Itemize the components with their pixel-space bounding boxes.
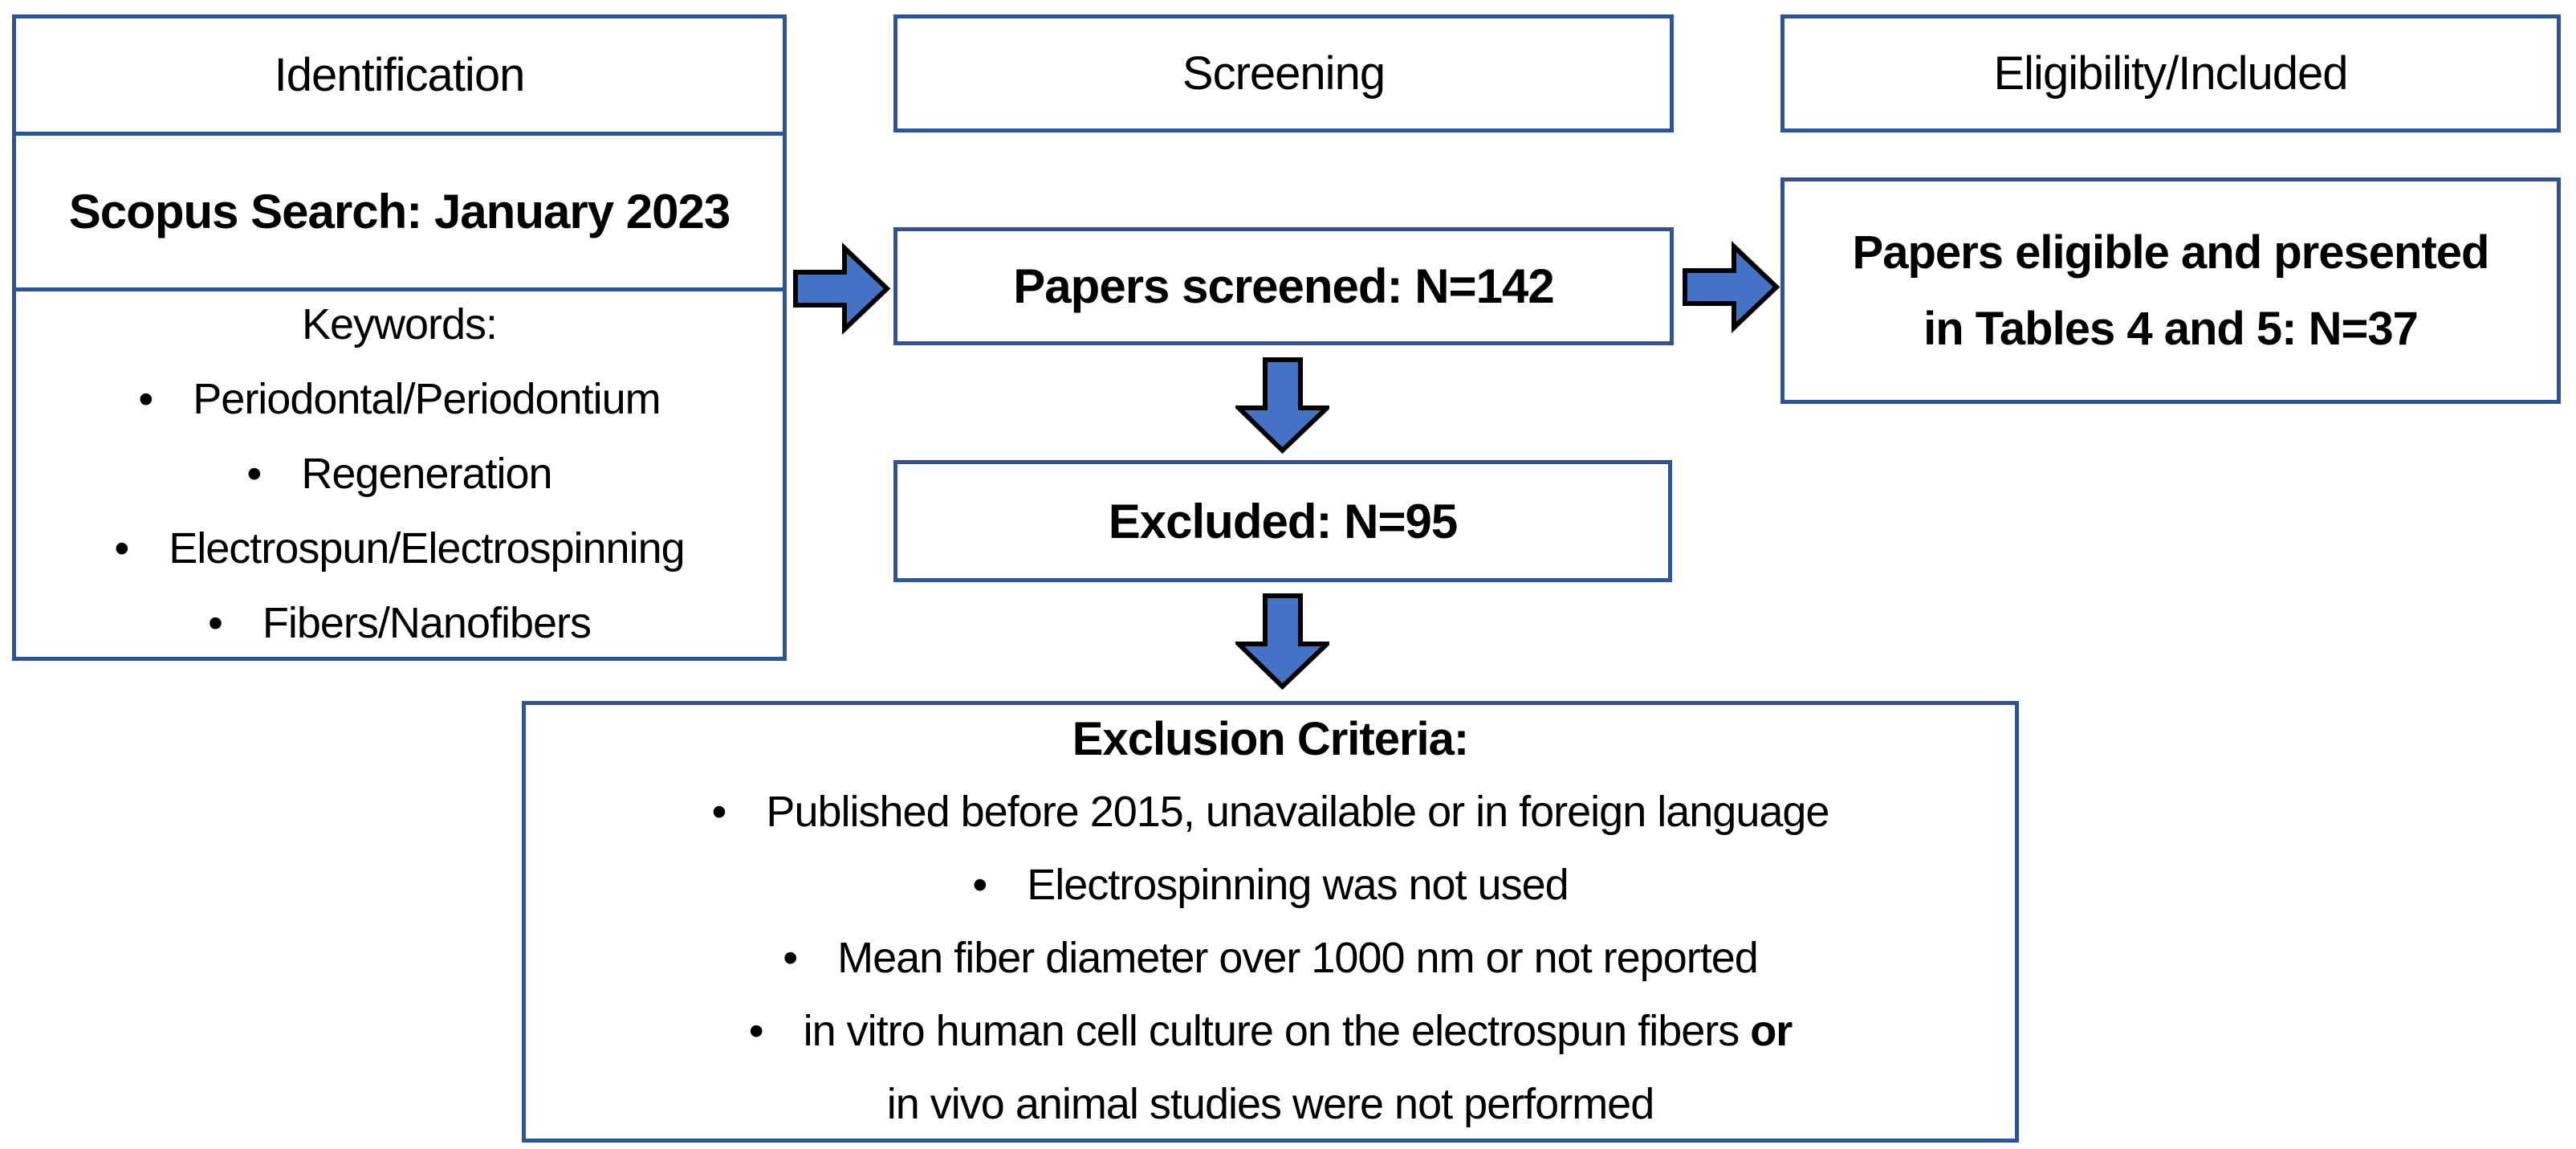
right-arrow-icon <box>1683 240 1780 334</box>
screening-header: Screening <box>893 14 1674 132</box>
scopus-search-label: Scopus Search: January 2023 <box>68 185 730 238</box>
down-arrow-icon <box>1235 357 1329 454</box>
identification-column: Identification Scopus Search: January 20… <box>12 14 787 661</box>
scopus-search-box: Scopus Search: January 2023 <box>16 132 783 287</box>
exclusion-item: •Mean fiber diameter over 1000 nm or not… <box>783 934 1759 982</box>
bullet-icon: • <box>711 788 727 836</box>
papers-eligible-box: Papers eligible and presented in Tables … <box>1780 177 2561 404</box>
bullet-icon: • <box>748 1007 764 1055</box>
exclusion-criteria-title: Exclusion Criteria: <box>1072 713 1469 765</box>
exclusion-item: •in vitro human cell culture on the elec… <box>748 1007 1793 1055</box>
keyword-item: •Fibers/Nanofibers <box>207 599 592 647</box>
eligibility-header-label: Eligibility/Included <box>1993 47 2348 100</box>
down-arrow-icon <box>1235 593 1329 691</box>
exclusion-item-bold-or: or <box>1750 1007 1793 1055</box>
papers-screened-box: Papers screened: N=142 <box>893 227 1674 345</box>
exclusion-criteria-box: Exclusion Criteria: •Published before 20… <box>522 701 2019 1143</box>
bullet-icon: • <box>246 450 262 498</box>
keywords-title: Keywords: <box>301 300 498 348</box>
bullet-icon: • <box>114 524 129 572</box>
exclusion-item: •Electrospinning was not used <box>972 861 1569 909</box>
keywords-box: Keywords: •Periodontal/Periodontium •Reg… <box>16 287 783 657</box>
excluded-label: Excluded: N=95 <box>1108 494 1459 548</box>
identification-header: Identification <box>16 18 783 132</box>
bullet-icon: • <box>207 599 223 647</box>
excluded-box: Excluded: N=95 <box>893 460 1672 582</box>
eligibility-header: Eligibility/Included <box>1780 14 2561 132</box>
papers-eligible-line1: Papers eligible and presented <box>1852 226 2490 279</box>
bullet-icon: • <box>138 375 153 423</box>
exclusion-item-continuation: in vivo animal studies were not performe… <box>886 1080 1654 1128</box>
right-arrow-icon <box>793 242 891 336</box>
keyword-item: •Regeneration <box>246 450 552 498</box>
papers-eligible-line2: in Tables 4 and 5: N=37 <box>1923 303 2419 355</box>
bullet-icon: • <box>972 861 987 909</box>
bullet-icon: • <box>783 934 798 982</box>
keyword-item: •Electrospun/Electrospinning <box>114 524 685 572</box>
exclusion-item: •Published before 2015, unavailable or i… <box>711 788 1830 836</box>
identification-header-label: Identification <box>274 49 526 101</box>
keyword-item: •Periodontal/Periodontium <box>138 375 661 423</box>
papers-screened-label: Papers screened: N=142 <box>1013 259 1554 313</box>
screening-header-label: Screening <box>1182 47 1386 100</box>
